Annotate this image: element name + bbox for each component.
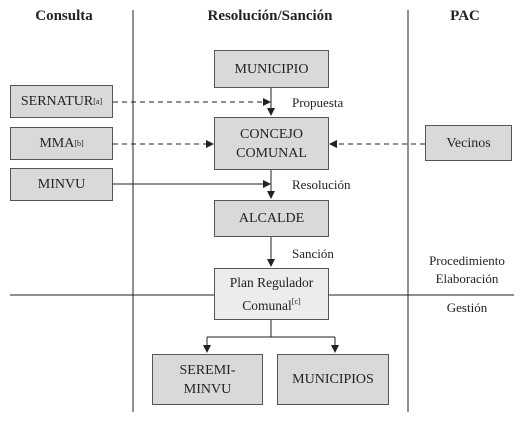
node-plan-line1: Plan Regulador [229,275,314,290]
node-concejo: CONCEJO COMUNAL [214,117,329,170]
node-municipios: MUNICIPIOS [277,354,389,405]
phase-label-gestion: Gestión [446,300,488,315]
node-minvu-label: MINVU [37,177,86,192]
node-vecinos: Vecinos [425,125,512,161]
node-sernatur-footnote: [a] [93,97,103,106]
node-seremi-line2: MINVU [183,381,232,397]
edge-label-sancion: Sanción [292,246,334,261]
node-sernatur-label: SERNATUR [20,94,94,109]
edge-label-propuesta: Propuesta [292,95,344,110]
node-municipio: MUNICIPIO [214,50,329,88]
node-municipios-label: MUNICIPIOS [292,372,374,387]
node-alcalde: ALCALDE [214,200,329,237]
node-concejo-line1: CONCEJO [239,126,303,142]
node-municipio-label: MUNICIPIO [234,61,309,77]
node-plan-line2: Comunal [242,298,292,313]
node-mma: MMA[b] [10,127,113,160]
node-vecinos-label: Vecinos [446,135,491,151]
node-seremi-line1: SEREMI- [179,362,236,378]
node-alcalde-label: ALCALDE [238,211,305,226]
node-plan-line2-wrap: Comunal[c] [242,292,300,315]
header-pac: PAC [450,8,480,24]
edge-label-resolucion: Resolución [292,177,351,192]
phase-label-procedimiento: Procedimiento [429,253,505,268]
header-resolucion: Resolución/Sanción [207,8,333,24]
node-sernatur: SERNATUR[a] [10,85,113,118]
node-seremi-minvu: SEREMI- MINVU [152,354,263,405]
node-mma-footnote: [b] [74,139,84,148]
node-minvu: MINVU [10,168,113,201]
header-consulta: Consulta [35,8,93,24]
node-plan-regulador: Plan Regulador Comunal[c] [214,268,329,320]
node-plan-footnote: [c] [291,297,301,306]
phase-label-elaboracion: Elaboración [435,271,499,286]
node-mma-label: MMA [39,136,75,151]
node-concejo-line2: COMUNAL [236,145,307,161]
